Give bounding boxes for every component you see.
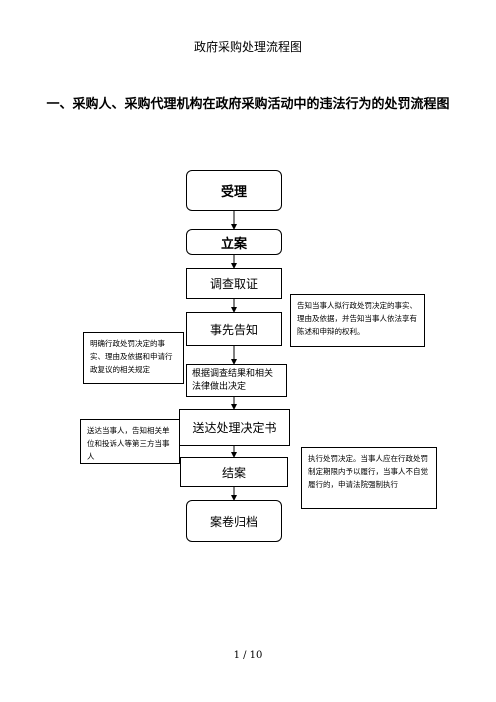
- step-deliver-decision: 送达处理决定书: [179, 409, 290, 446]
- note-execute-penalty: 执行处罚决定。当事人应在行政处罚制定期限内予以履行，当事人不自觉履行的，申请法院…: [301, 447, 437, 509]
- step-archive: 案卷归档: [186, 500, 282, 542]
- note-explain-decision: 明确行政处罚决定的事实、理由及依据和申请行政复议的相关规定: [83, 332, 184, 384]
- document-title: 政府采购处理流程图: [193, 40, 302, 54]
- step-register: 立案: [186, 229, 282, 255]
- note-deliver-parties: 送达当事人，告知相关单位和投诉人等第三方当事人: [80, 419, 180, 464]
- step-close-case: 结案: [180, 457, 288, 487]
- section-title: 一、采购人、采购代理机构在政府采购活动中的违法行为的处罚流程图: [46, 97, 450, 112]
- step-prior-notice: 事先告知: [186, 312, 282, 346]
- note-inform-party: 告知当事人拟行政处罚决定的事实、理由及依据，并告知当事人依法享有陈述和申辩的权利…: [290, 294, 425, 347]
- step-decision: 根据调查结果和相关法律做出决定: [186, 364, 287, 397]
- page-number: 1 / 10: [233, 650, 263, 661]
- step-investigate: 调查取证: [186, 268, 282, 299]
- step-accept: 受理: [186, 170, 282, 211]
